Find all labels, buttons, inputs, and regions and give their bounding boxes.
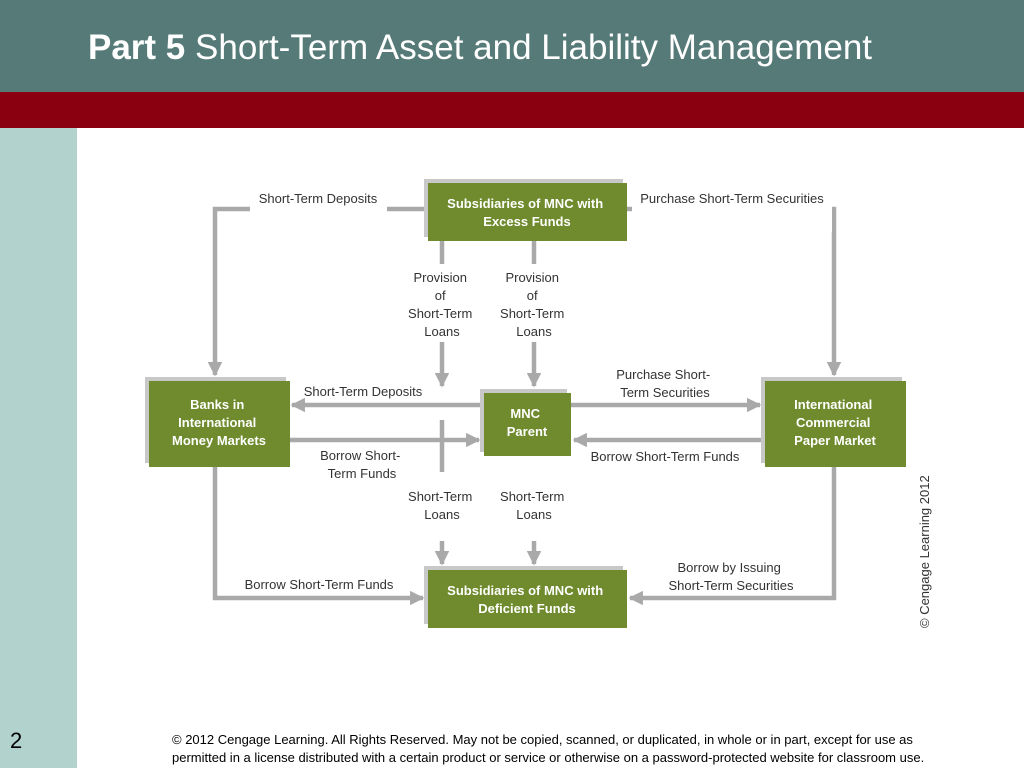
label-provision-left: Provision [413,270,466,285]
box-excess-funds [428,183,627,241]
label-provision-left: of [435,288,446,303]
label-loans-right: Short-Term [500,489,564,504]
svg-text:Provision of Short: Provision of Short-Term Loans [500,270,568,339]
box-banks-line: International [178,415,256,430]
label-provision-left: Short-Term [408,306,472,321]
box-icpm-line: Paper Market [794,433,876,448]
arrow-icpm-to-deficient [628,465,837,606]
arrow-excess-to-icpm [626,206,842,377]
svg-text:Short-Term Loans: Short-Term Loans [500,489,568,522]
svg-text:Borrow Short-Term Funds: Borrow Short-Term Funds [591,449,740,464]
label-loans-left: Short-Term [408,489,472,504]
label-mid-deposits: Short-Term Deposits [304,384,423,399]
label-mid-purchase: Purchase Short- [616,367,710,382]
box-deficient-line: Deficient Funds [478,601,576,616]
box-icpm-line: International [794,397,872,412]
box-deficient-line: Subsidiaries of MNC with [447,583,603,598]
svg-text:Short-Term Loans: Short-Term Loans [408,489,476,522]
svg-text:MNC Parent: MNC Parent [507,406,548,439]
svg-text:Provision of Short: Provision of Short-Term Loans [408,270,476,339]
box-banks-line: Money Markets [172,433,266,448]
label-loans-right: Loans [516,507,552,522]
svg-text:Purchase Short-Term Securities: Purchase Short-Term Securities [640,191,824,206]
label-provision-left: Loans [424,324,460,339]
arrow-excess-to-banks [207,206,426,377]
slide-number: 2 [10,728,23,753]
label-provision-right: Loans [516,324,552,339]
svg-text:Borrow Short-Term Funds: Borrow Short-Term Funds [245,577,394,592]
box-mnc-parent [484,393,571,456]
label-bottom-right: Short-Term Securities [669,578,794,593]
footer-line: permitted in a license distributed with … [172,750,925,765]
box-parent-line: Parent [507,424,548,439]
label-mid-purchase: Term Securities [620,385,710,400]
copyright-footer: © 2012 Cengage Learning. All Rights Rese… [172,731,1002,767]
diagram-copyright: © Cengage Learning 2012 [917,475,932,628]
label-loans-left: Loans [424,507,460,522]
label-top-left: Short-Term Deposits [259,191,378,206]
label-top-right: Purchase Short-Term Securities [640,191,824,206]
label-provision-right: Short-Term [500,306,564,321]
box-deficient-funds [428,570,627,628]
title-bar: Part 5 Short-Term Asset and Liability Ma… [0,0,1024,92]
svg-text:Subsidiaries of MNC with: Subsidiaries of MNC with Excess Funds [447,196,607,229]
label-mid-borrow-left: Term Funds [328,466,397,481]
slide-title: Part 5 Short-Term Asset and Liability Ma… [88,26,872,70]
label-mid-borrow-left: Borrow Short- [320,448,400,463]
svg-text:Short-Term Deposits: Short-Term Deposits [304,384,423,399]
box-icpm [765,381,906,467]
svg-text:Short-Term Deposits: Short-Term Deposits [259,191,378,206]
title-part: Part 5 [88,28,186,67]
label-provision-right: Provision [505,270,558,285]
svg-text:Banks in International: Banks in International Money Markets [172,397,266,448]
box-excess-line: Excess Funds [483,214,570,229]
arrow-banks-to-deficient [212,465,425,606]
label-bottom-left: Borrow Short-Term Funds [245,577,394,592]
accent-band [0,92,1024,128]
box-banks [149,381,290,467]
svg-text:Subsidiaries of MNC with: Subsidiaries of MNC with Deficient Funds [447,583,607,616]
title-text: Short-Term Asset and Liability Managemen… [195,28,873,67]
side-bar [0,128,77,768]
label-mid-borrow-right: Borrow Short-Term Funds [591,449,740,464]
label-provision-right: of [527,288,538,303]
label-bottom-right: Borrow by Issuing [678,560,781,575]
box-icpm-line: Commercial [796,415,870,430]
box-excess-line: Subsidiaries of MNC with [447,196,603,211]
box-parent-line: MNC [510,406,540,421]
box-banks-line: Banks in [190,397,244,412]
svg-text:Purchase Short- Term Sec: Purchase Short- Term Securities [616,367,714,400]
svg-text:International Commercial: International Commercial Paper Market [794,397,876,448]
footer-line: © 2012 Cengage Learning. All Rights Rese… [172,732,913,747]
svg-text:Borrow Short- Term Funds: Borrow Short- Term Funds [320,448,404,481]
svg-text:Borrow by Issuing Short-: Borrow by Issuing Short-Term Securities [669,560,794,593]
